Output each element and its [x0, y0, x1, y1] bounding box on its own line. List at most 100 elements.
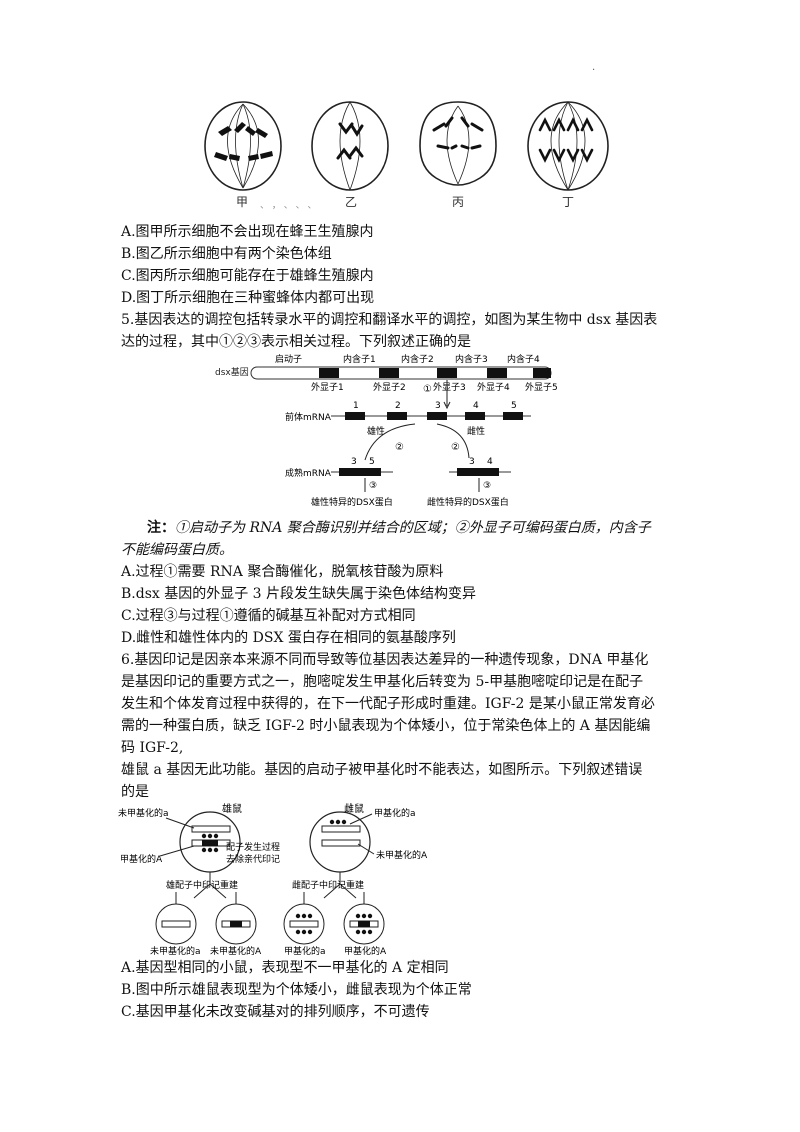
male-split-left: [193, 883, 211, 899]
gamete-1-chrom: [161, 920, 191, 928]
arrow-female-splice: [436, 423, 470, 459]
pointer-female-a: [349, 813, 373, 825]
cell-jia: [204, 101, 282, 191]
q5-stem-line2: 达的过程，其中①②③表示相关过程。下列叙述正确的是: [121, 334, 471, 350]
male-gene-A-block: [202, 840, 218, 846]
female-parent-cell: [309, 811, 371, 873]
gamete-4-gene: [358, 921, 370, 927]
exon-blocks: [319, 368, 551, 378]
male-methyl-dots: [201, 833, 219, 853]
gamete-3-label: 甲基化的a: [284, 945, 326, 957]
q5-note-line1: 注：①启动子为 RNA 聚合酶识别并结合的区域；②外显子可编码蛋白质，内含子: [147, 518, 651, 538]
exon1-label: 外显子1: [311, 381, 344, 393]
q6-line4: 需的一种蛋白质，缺乏 IGF-2 时小鼠表现为个体矮小，位于常染色体上的 A 基…: [121, 718, 651, 734]
page-dot: .: [592, 62, 596, 73]
dsx-gene-label: dsx基因: [215, 366, 249, 378]
cell-division-figure: 甲 乙 丙 丁 、 ， 、 、 、: [204, 101, 609, 211]
mature-mrna-label: 成熟mRNA: [285, 467, 332, 479]
female-unmethyl-A: 未甲基化的A: [376, 849, 428, 861]
q6-option-b: B.图中所示雄鼠表现型为个体矮小，雌鼠表现为个体正常: [121, 982, 472, 998]
q6-option-a: A.基因型相同的小鼠，表现型不一甲基化的 A 定相同: [121, 960, 449, 976]
q4-option-c: C.图丙所示细胞可能存在于雄蜂生殖腺内: [121, 268, 374, 284]
dsx-gene-figure: dsx基因 启动子 内含子1 内含子2 内含子3 内含子4 外显子1 外显子2 …: [215, 353, 558, 508]
gamete-1: [155, 903, 197, 945]
q6-line7: 的是: [121, 784, 149, 800]
q5-stem-line1: 5.基因表达的调控包括转录水平的调控和翻译水平的调控，如图为某生物中 dsx 基…: [121, 312, 658, 328]
female-rebuild-label: 雌配子中印记重建: [292, 879, 364, 891]
step3-female: ③: [483, 481, 491, 491]
process-line2: 去除亲代印记: [226, 853, 280, 865]
male-chrom-a: [191, 825, 231, 833]
step3-male: ③: [369, 481, 377, 491]
q6-line1: 6.基因印记是因亲本来源不同而导致等位基因表达差异的一种遗传现象，DNA 甲基化: [121, 652, 649, 668]
gamete-2: [215, 903, 257, 945]
pre-mrna-exons: [345, 412, 523, 420]
cell-yi: [311, 101, 389, 191]
note-text-1: ①启动子为 RNA 聚合酶识别并结合的区域；②外显子可编码蛋白质，内含子: [175, 520, 651, 536]
cell-bing: [419, 101, 497, 186]
faint-marks: 、 ， 、 、 、: [260, 201, 316, 211]
female-split-left: [323, 883, 341, 899]
q5-note-line2: 不能编码蛋白质。: [121, 542, 233, 558]
q5-option-a: A.过程①需要 RNA 聚合酶催化，脱氧核苷酸为原料: [121, 564, 444, 580]
q5-option-c: C.过程③与过程①遵循的碱基互补配对方式相同: [121, 608, 416, 624]
q6-line6: 雄鼠 a 基因无此功能。基因的启动子被甲基化时不能表达，如图所示。下列叙述错误: [121, 762, 643, 778]
pre-mrna-label: 前体mRNA: [285, 411, 332, 423]
male-methyl-A: 甲基化的A: [120, 853, 163, 865]
pointer-male-A: [159, 845, 195, 857]
female-mouse-label: 雌鼠: [344, 802, 364, 815]
process-line1: 配子发生过程: [226, 841, 280, 853]
pre-num-5: 5: [511, 401, 517, 411]
gamete-2-gene: [230, 921, 242, 927]
female-num-4: 4: [487, 457, 493, 467]
q4-option-b: B.图乙所示细胞中有两个染色体组: [121, 246, 332, 262]
pointer-male-a: [165, 817, 195, 829]
female-split-right: [339, 883, 357, 899]
q6-line2: 是基因印记的重要方式之一，胞嘧啶发生甲基化后转变为 5-甲基胞嘧啶印记是在配子: [121, 674, 644, 690]
female-label: 雌性: [467, 425, 485, 437]
male-label: 雄性: [367, 425, 385, 437]
exon4-label: 外显子4: [477, 381, 510, 393]
q4-option-d: D.图丁所示细胞在三种蜜蜂体内都可出现: [121, 290, 375, 306]
gamete-3-dots: [295, 913, 313, 935]
label-bing: 丙: [452, 195, 464, 209]
rebuild-arrows: [175, 892, 365, 904]
pre-num-1: 1: [353, 401, 359, 411]
intron4-label: 内含子4: [507, 353, 540, 365]
arrowhead-step1: [443, 401, 451, 410]
q4-option-a: A.图甲所示细胞不会出现在蜂王生殖腺内: [121, 224, 374, 240]
arrow-male-splice: [364, 423, 416, 461]
male-num-3: 3: [351, 457, 357, 467]
label-jia: 甲: [236, 195, 248, 209]
step2-female: ②: [451, 442, 460, 453]
female-chrom-a: [321, 825, 361, 833]
male-rebuild-label: 雄配子中印记重建: [166, 879, 238, 891]
q6-line3: 发生和个体发育过程中获得的，在下一代配子形成时重建。IGF-2 是某小鼠正常发育…: [121, 696, 655, 712]
gamete-2-label: 未甲基化的A: [210, 945, 262, 957]
exon2-label: 外显子2: [373, 381, 406, 393]
promoter-label: 启动子: [275, 353, 302, 365]
exon3-label: 外显子3: [433, 381, 466, 393]
male-mouse-label: 雄鼠: [222, 802, 242, 815]
intron3-label: 内含子3: [455, 353, 488, 365]
label-ding: 丁: [562, 195, 574, 209]
pre-num-4: 4: [473, 401, 479, 411]
pre-num-3: 3: [435, 401, 441, 411]
male-unmethyl-a: 未甲基化的a: [118, 807, 169, 819]
exon5-label: 外显子5: [525, 381, 558, 393]
gamete-3-chrom: [289, 920, 319, 928]
male-mrna-exons: [339, 468, 381, 476]
note-head: 注：: [147, 520, 175, 536]
male-num-5: 5: [369, 457, 375, 467]
pointer-female-A: [357, 843, 375, 855]
q6-line5: 码 IGF-2,: [121, 740, 184, 756]
gamete-3: [283, 903, 325, 945]
female-num-3: 3: [469, 457, 475, 467]
intron2-label: 内含子2: [401, 353, 434, 365]
gamete-4-dots: [355, 913, 373, 935]
intron1-label: 内含子1: [343, 353, 376, 365]
female-chrom-A: [321, 839, 361, 847]
label-yi: 乙: [345, 195, 357, 209]
q5-option-b: B.dsx 基因的外显子 3 片段发生缺失属于染色体结构变异: [121, 586, 477, 602]
q6-option-c: C.基因甲基化未改变碱基对的排列顺序，不可遗传: [121, 1004, 430, 1020]
